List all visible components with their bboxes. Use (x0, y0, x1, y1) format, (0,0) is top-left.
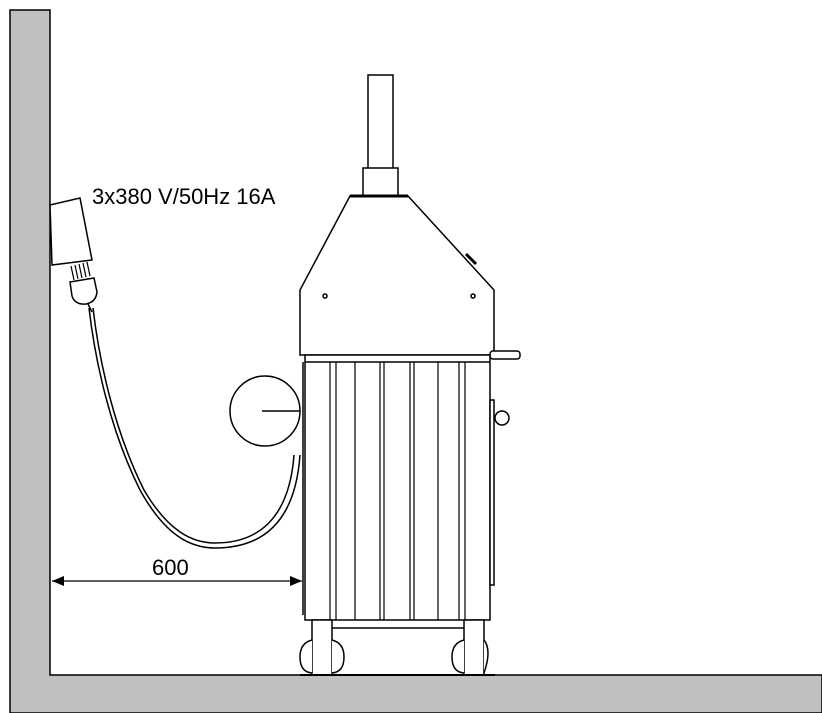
cabinet (304, 354, 491, 621)
wheels (299, 639, 489, 674)
wall-socket-with-plug (49, 197, 98, 313)
dimension-600 (52, 576, 302, 586)
chimney (367, 74, 394, 171)
wall (9, 9, 822, 713)
hood-handle (489, 350, 521, 360)
wall-socket (49, 197, 93, 266)
leg-right (463, 619, 485, 676)
hood (299, 195, 495, 356)
leg-left (311, 619, 333, 676)
appliance (299, 74, 521, 676)
plug (69, 277, 98, 305)
wall-and-floor (9, 9, 822, 713)
cable-reel (229, 375, 301, 447)
power-spec-label: 3x380 V/50Hz 16A (92, 184, 276, 209)
clearance-label: 600 (152, 555, 189, 580)
side-knob (494, 410, 510, 426)
plug-pins (70, 261, 91, 281)
power-cable (88, 307, 301, 549)
cabinet-panels (329, 362, 466, 620)
chimney-collar (362, 167, 399, 199)
